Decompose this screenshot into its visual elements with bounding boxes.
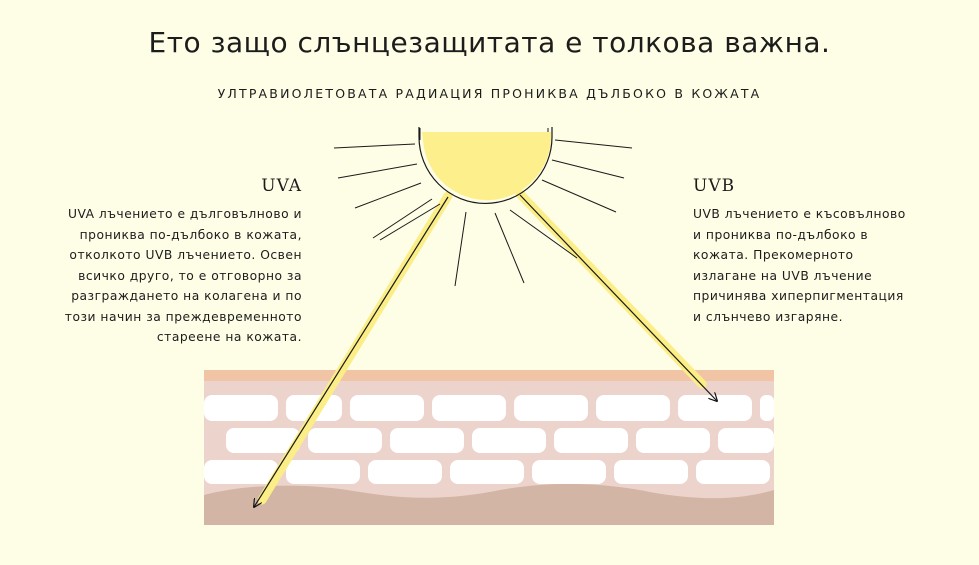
sun-ray <box>554 139 633 149</box>
uvb-ray-glow <box>515 189 707 389</box>
sun-ray <box>541 179 617 213</box>
page-title: Ето защо слънцезащитата е толкова важна. <box>148 26 831 59</box>
skin-cell <box>718 428 774 453</box>
uvb-line: кожата. Прекомерното <box>693 248 854 262</box>
skin-cells <box>204 395 774 484</box>
skin-layers <box>204 370 774 525</box>
skin-cell <box>390 428 464 453</box>
uvb-line: и прониква по-дълбоко в <box>693 227 869 242</box>
sun-ray <box>379 203 441 241</box>
skin-deep-layer <box>204 483 774 525</box>
sun-ray <box>333 143 416 149</box>
sun-ray <box>551 159 625 179</box>
skin-cell <box>678 395 752 421</box>
sun-ray <box>337 163 418 179</box>
skin-top-layer <box>204 370 774 381</box>
skin-cell <box>450 460 524 484</box>
skin-cell <box>286 460 360 484</box>
uvb-line: причинява хиперпигментация <box>693 289 904 303</box>
skin-cell <box>760 395 774 421</box>
skin-cell <box>432 395 506 421</box>
skin-cell <box>596 395 670 421</box>
uva-line: разграждането на колагена и по <box>71 289 302 303</box>
sun-outline <box>418 127 553 205</box>
page-subtitle: УЛТРАВИОЛЕТОВАТА РАДИАЦИЯ ПРОНИКВА ДЪЛБО… <box>217 86 762 101</box>
skin-cell <box>636 428 710 453</box>
skin-cell <box>204 460 278 484</box>
uva-line: UVA лъчението е дълговълново и <box>67 207 302 221</box>
skin-cell <box>308 428 382 453</box>
uva-line: отколкото UVB лъчението. Освен <box>69 248 302 262</box>
uva-line: този начин за преждевременното <box>64 309 302 324</box>
uvb-heading: UVB <box>693 176 736 196</box>
uva-arrow <box>254 196 449 507</box>
sun-ray <box>494 212 525 284</box>
uva-heading: UVA <box>261 176 302 196</box>
sun-icon <box>422 132 552 201</box>
uvb-line: UVB лъчението е късовълново <box>693 207 906 221</box>
skin-cell <box>472 428 546 453</box>
skin-cell <box>514 395 588 421</box>
skin-cell <box>554 428 628 453</box>
uvb-arrow <box>519 194 717 401</box>
skin-cell <box>532 460 606 484</box>
sun-ray <box>354 182 422 209</box>
sun-ray <box>509 209 578 259</box>
skin-cell <box>614 460 688 484</box>
uva-line: стареене на кожата. <box>156 330 302 344</box>
uvb-description: UVB лъчението е късовълново и прониква п… <box>693 204 906 327</box>
uva-line: всичко друго, то е отговорно за <box>78 268 302 283</box>
skin-cell <box>226 428 300 453</box>
sun-rays <box>333 128 633 287</box>
skin-cell <box>368 460 442 484</box>
uva-description: UVA лъчението е дълговълново и прониква … <box>65 204 302 348</box>
skin-cell <box>350 395 424 421</box>
uvb-line: и слънчево изгаряне. <box>693 309 844 324</box>
skin-cell <box>696 460 770 484</box>
uvb-line: излагане на UVB лъчение <box>693 268 873 283</box>
uva-line: прониква по-дълбоко в кожата, <box>79 227 302 242</box>
skin-cell <box>204 395 278 421</box>
sun-ray <box>372 198 433 239</box>
sun-ray <box>454 211 467 287</box>
